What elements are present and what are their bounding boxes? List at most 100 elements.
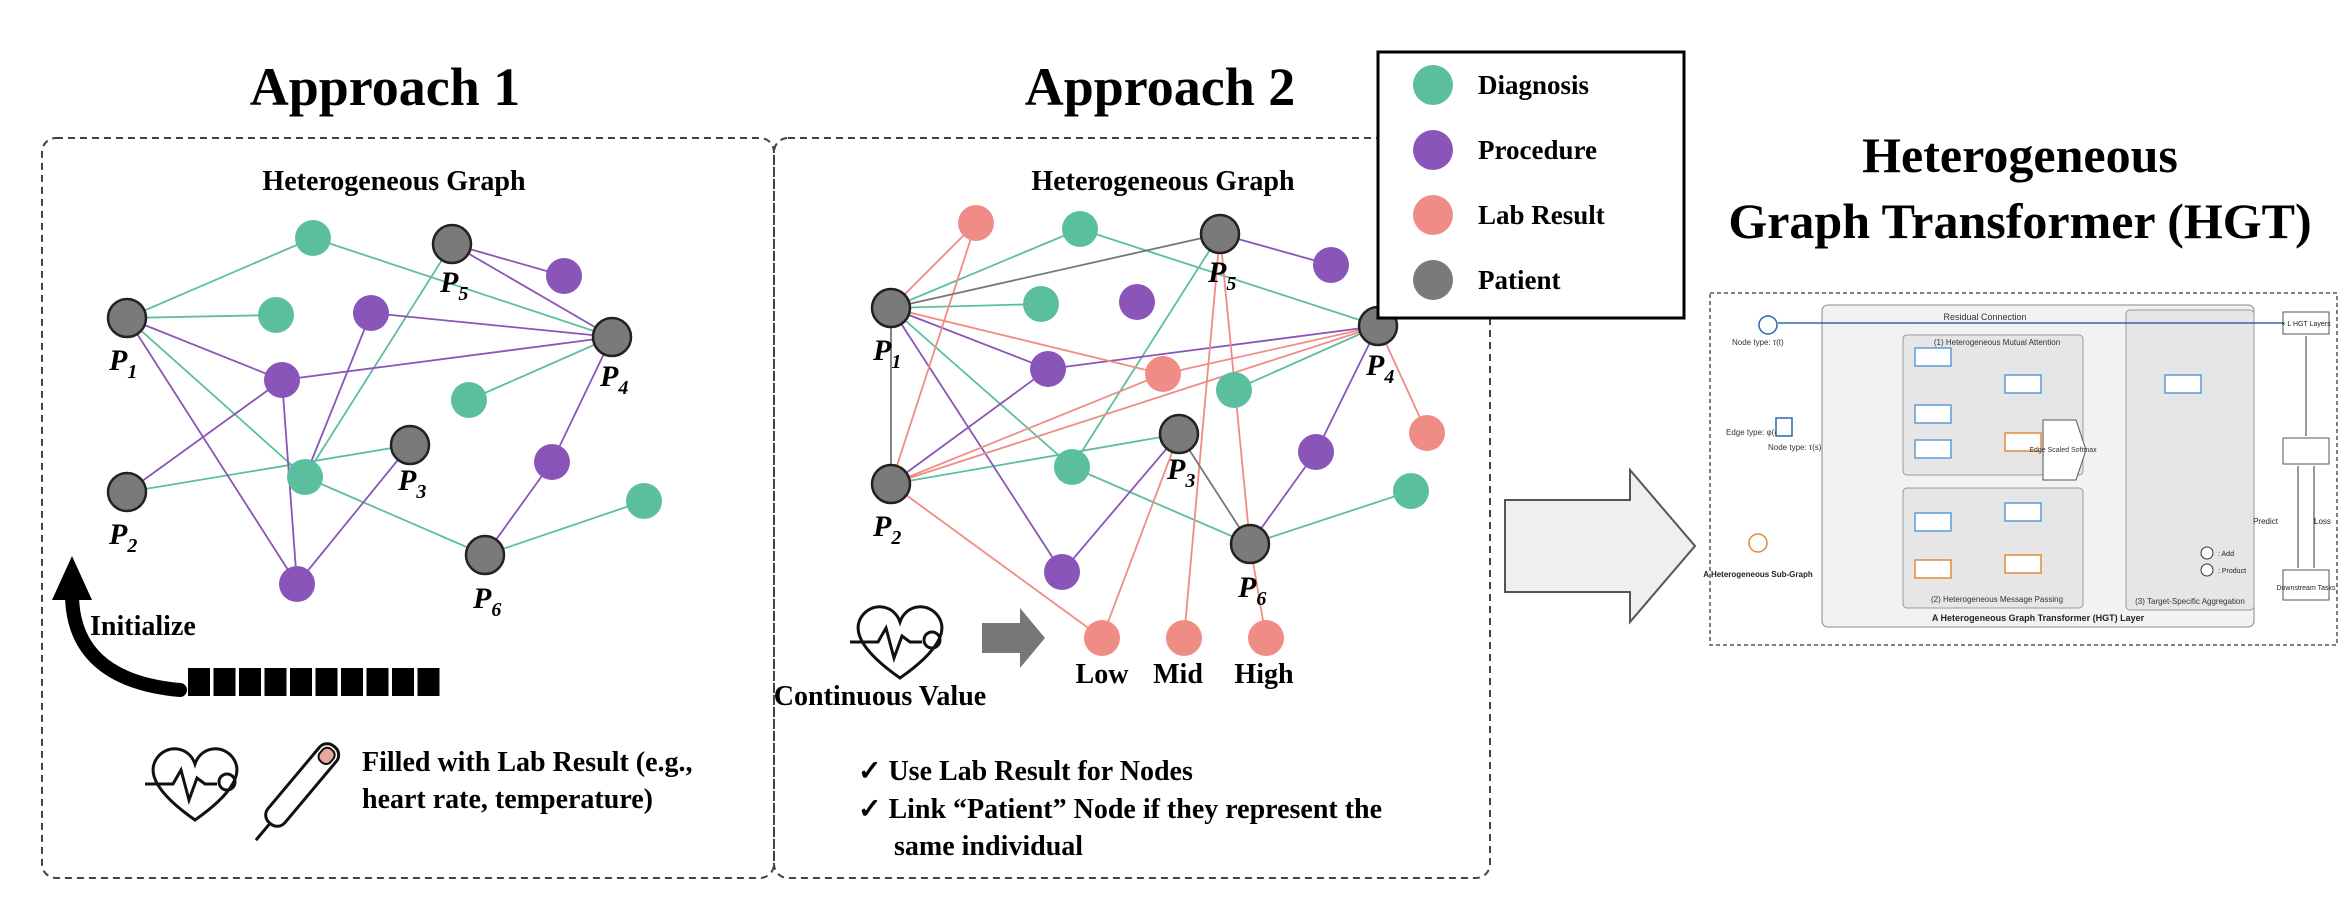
approach1-patient-node <box>591 316 633 358</box>
hgt-linear-block <box>1914 512 1952 532</box>
heart-rate-icon <box>145 747 239 822</box>
approach2-edge <box>1047 325 1379 370</box>
feature-vector-cell <box>213 668 236 696</box>
approach1-diagnosis-node <box>626 483 662 519</box>
approach2-diagnosis-node <box>1393 473 1429 509</box>
legend-swatch <box>1413 130 1453 170</box>
hgt-linear-block <box>2164 374 2202 394</box>
approach2-check1: ✓ Use Lab Result for Nodes <box>858 756 1193 787</box>
approach2-procedure-node <box>1044 554 1080 590</box>
approach2-edge <box>1101 433 1180 639</box>
thermometer-icon <box>254 742 341 842</box>
hgt-layer-label: A Heterogeneous Graph Transformer (HGT) … <box>1932 613 2145 623</box>
approach2-patient-node <box>870 463 912 505</box>
legend-label: Diagnosis <box>1478 70 1589 100</box>
approach1-edge <box>304 243 453 478</box>
legend-label: Lab Result <box>1478 200 1605 230</box>
hgt-linear-blocks <box>1914 347 2202 579</box>
feature-vector-cell <box>264 668 287 696</box>
approach2-lab-node <box>1248 620 1284 656</box>
feature-vector <box>188 668 440 696</box>
approach2-patient-label: P6 <box>1237 571 1266 610</box>
hgt-title-line2: Graph Transformer (HGT) <box>1728 193 2311 249</box>
feature-vector-cell <box>315 668 338 696</box>
approach1-edge <box>126 314 277 319</box>
approach2-edge <box>890 228 1081 309</box>
hgt-product-legend: : Product <box>2218 568 2246 575</box>
approach1-patient-label: P3 <box>397 464 426 503</box>
hgt-residual-label: Residual Connection <box>1943 312 2026 322</box>
approach1-edge <box>296 444 411 585</box>
approach2-check2-line2: same individual <box>894 831 1083 862</box>
approach1-caption-line1: Filled with Lab Result (e.g., <box>362 747 693 778</box>
approach1-patient-label: P4 <box>599 360 628 399</box>
approach1-edge <box>312 237 613 338</box>
approach2-edge <box>1249 490 1412 545</box>
approach2-patient-node <box>1199 213 1241 255</box>
approach1-edge <box>281 336 613 381</box>
approach2-edge <box>890 307 1063 573</box>
hgt-linear-block <box>1914 347 1952 367</box>
approach2-edge <box>890 307 1073 468</box>
approach2-procedure-node <box>1119 284 1155 320</box>
hgt-linear-block <box>2004 432 2042 452</box>
approach1-edge <box>370 312 613 338</box>
approach1-patient-label: P6 <box>472 582 501 621</box>
approach1-patient-node <box>389 424 431 466</box>
hgt-loss-label: Loss <box>2314 517 2331 526</box>
approach2-diagnosis-node <box>1054 449 1090 485</box>
hgt-node-type-s: Node type: τ(s) <box>1768 443 1822 452</box>
bin-low-label: Low <box>1076 659 1130 690</box>
feature-vector-cell <box>366 668 389 696</box>
legend-swatch <box>1413 65 1453 105</box>
approach2-edge <box>1162 325 1379 375</box>
approach2-edges <box>890 222 1428 639</box>
bin-mid-label: Mid <box>1153 659 1203 690</box>
approach1-caption-line2: heart rate, temperature) <box>362 784 653 815</box>
approach1-patient-node <box>106 471 148 513</box>
hgt-linear-block <box>1914 439 1952 459</box>
approach2-panel <box>773 137 1491 879</box>
hgt-linear-block <box>2004 374 2042 394</box>
initialize-label: Initialize <box>90 611 196 642</box>
approach2-edge <box>1061 433 1180 573</box>
approach2-edge <box>1071 233 1221 468</box>
approach1-edge <box>126 317 283 381</box>
approach2-patient-label: P5 <box>1207 256 1236 295</box>
approach2-patient-label: P3 <box>1166 453 1195 492</box>
approach2-edge <box>1071 466 1251 545</box>
legend-swatch <box>1413 260 1453 300</box>
approach2-procedure-node <box>1298 434 1334 470</box>
approach1-procedure-node <box>279 566 315 602</box>
feature-vector-cell <box>417 668 440 696</box>
binning-arrow <box>982 608 1045 668</box>
hgt-subgraph-label: A Heterogeneous Sub-Graph <box>1703 570 1813 579</box>
hgt-node-type-t: Node type: τ(t) <box>1732 338 1784 347</box>
approach1-edge <box>126 317 298 585</box>
legend-label: Procedure <box>1478 135 1597 165</box>
hgt-edge-type: Edge type: φ(e) <box>1726 428 1782 437</box>
feature-vector-cell <box>392 668 414 696</box>
hgt-message-passing-label: (2) Heterogeneous Message Passing <box>1931 595 2063 604</box>
approach1-diagnosis-node <box>287 459 323 495</box>
approach1-procedure-node <box>546 258 582 294</box>
legend-label: Patient <box>1478 265 1560 295</box>
approach1-patient-node <box>106 297 148 339</box>
approach1-edge <box>304 312 372 478</box>
approach2-title: Approach 2 <box>1025 57 1296 117</box>
approach1-edge <box>126 444 411 493</box>
approach2-edge <box>890 307 1049 370</box>
approach2-patient-node <box>1158 413 1200 455</box>
feature-vector-cell <box>188 668 210 696</box>
approach2-lab-node <box>1409 415 1445 451</box>
approach1-diagnosis-node <box>295 220 331 256</box>
approach2-edge <box>890 307 1164 375</box>
approach1-edge <box>304 476 486 556</box>
hgt-linear-block <box>2004 554 2042 574</box>
approach1-edge <box>451 243 613 338</box>
approach2-edge <box>1178 433 1251 545</box>
big-arrow <box>1504 467 1697 625</box>
approach2-edge <box>1315 325 1379 453</box>
